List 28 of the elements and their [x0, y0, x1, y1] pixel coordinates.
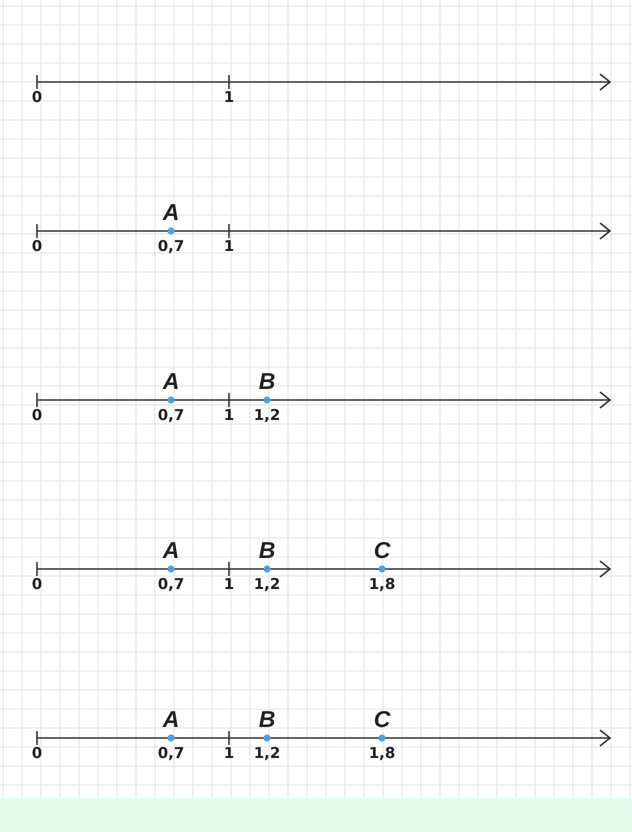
- tick-label: 0: [32, 746, 42, 761]
- tick-label: 1,8: [368, 577, 396, 592]
- point-label: B: [258, 539, 276, 562]
- tick-label: 0: [32, 239, 42, 254]
- point-label: A: [162, 201, 180, 224]
- point-label: C: [374, 539, 390, 562]
- tick-label: 0,7: [158, 577, 184, 592]
- tick-label: 1: [224, 90, 234, 105]
- tick-label: 1,2: [254, 408, 280, 423]
- tick-label: 0: [32, 90, 42, 105]
- tick-label: 0: [32, 408, 42, 423]
- tick-label: 1: [224, 239, 234, 254]
- tick-label: 0: [32, 577, 42, 592]
- tick-label: 0,7: [158, 408, 184, 423]
- tick-label: 1: [224, 577, 234, 592]
- point-label: B: [258, 370, 276, 393]
- point-label: A: [162, 539, 180, 562]
- tick-label: 1,8: [368, 746, 396, 761]
- tick-label: 0,7: [158, 746, 184, 761]
- point-label: A: [162, 370, 180, 393]
- point-label: A: [162, 708, 180, 731]
- tick-label: 0,7: [158, 239, 184, 254]
- point-label: C: [374, 708, 390, 731]
- tick-label: 1: [224, 746, 234, 761]
- tick-label: 1,2: [254, 746, 280, 761]
- tick-label: 1: [224, 408, 234, 423]
- point-label: B: [258, 708, 276, 731]
- tick-label: 1,2: [254, 577, 280, 592]
